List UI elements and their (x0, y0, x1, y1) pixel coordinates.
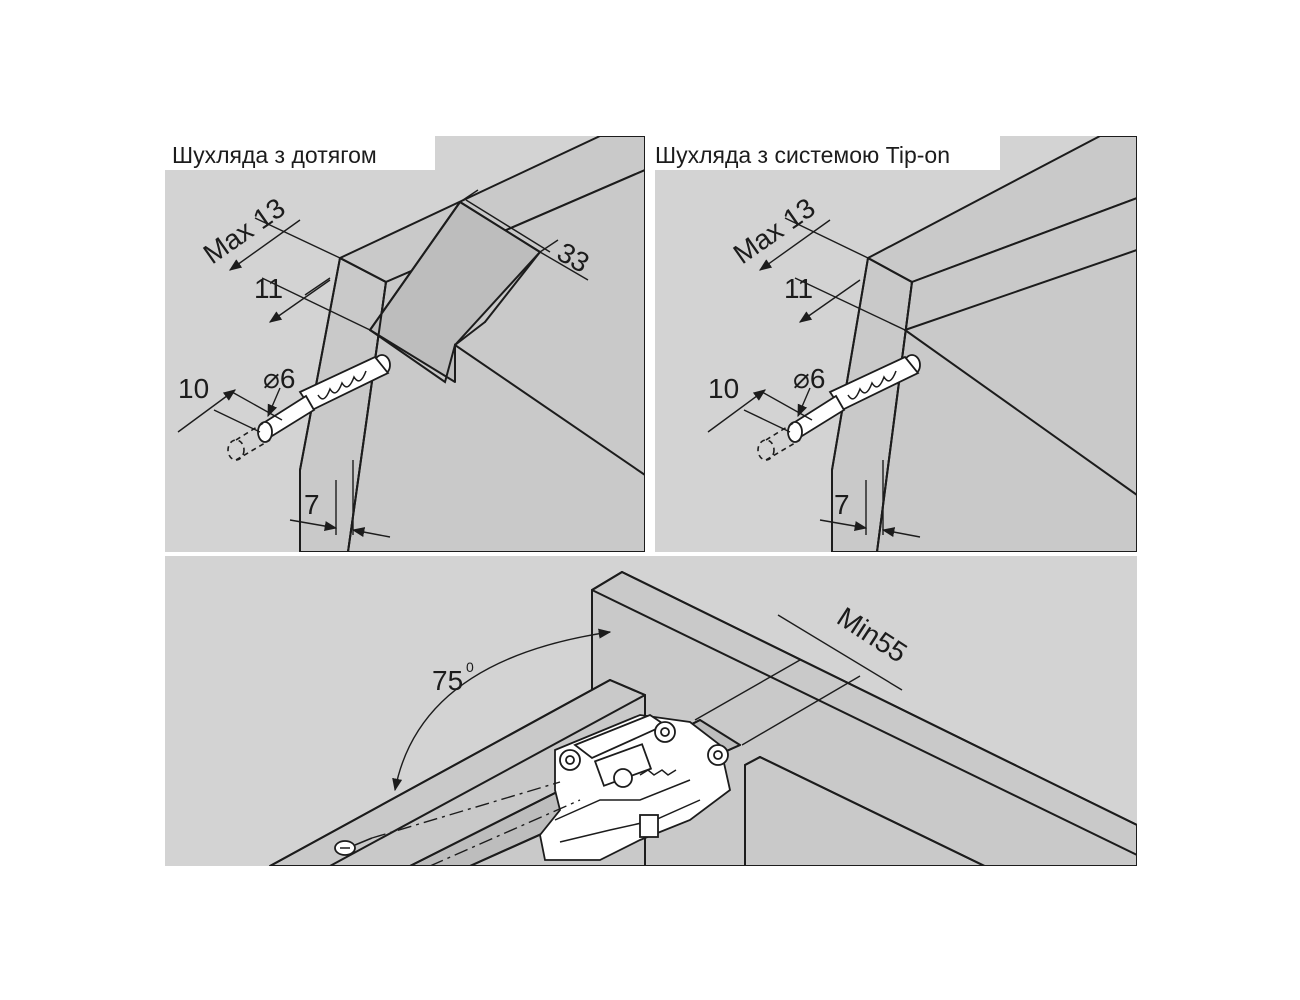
label-10-left: 10 (178, 373, 209, 404)
panel-right: Шухляда з системою Tip-on Max 13 11 10 ⌀… (648, 136, 1137, 552)
label-dia6-right: ⌀6 (793, 363, 825, 394)
label-angle-degree: 0 (466, 659, 474, 675)
label-10-right: 10 (708, 373, 739, 404)
panel-bottom: 75 0 Min55 (165, 556, 1137, 866)
drill-bit-icon (757, 354, 921, 461)
drill-bit-icon (227, 354, 391, 461)
panel-left-title: Шухляда з дотягом (172, 142, 377, 168)
panel-left: Шухляда з дотягом Max 13 11 33 10 ⌀6 7 (165, 136, 645, 552)
screw-icon (334, 837, 373, 856)
label-7-left: 7 (304, 489, 320, 520)
label-11-left: 11 (254, 273, 283, 304)
label-angle: 75 (432, 665, 463, 696)
label-dia6-left: ⌀6 (263, 363, 295, 394)
panel-right-title: Шухляда з системою Tip-on (655, 142, 950, 168)
label-11-right: 11 (784, 273, 813, 304)
label-7-right: 7 (834, 489, 850, 520)
